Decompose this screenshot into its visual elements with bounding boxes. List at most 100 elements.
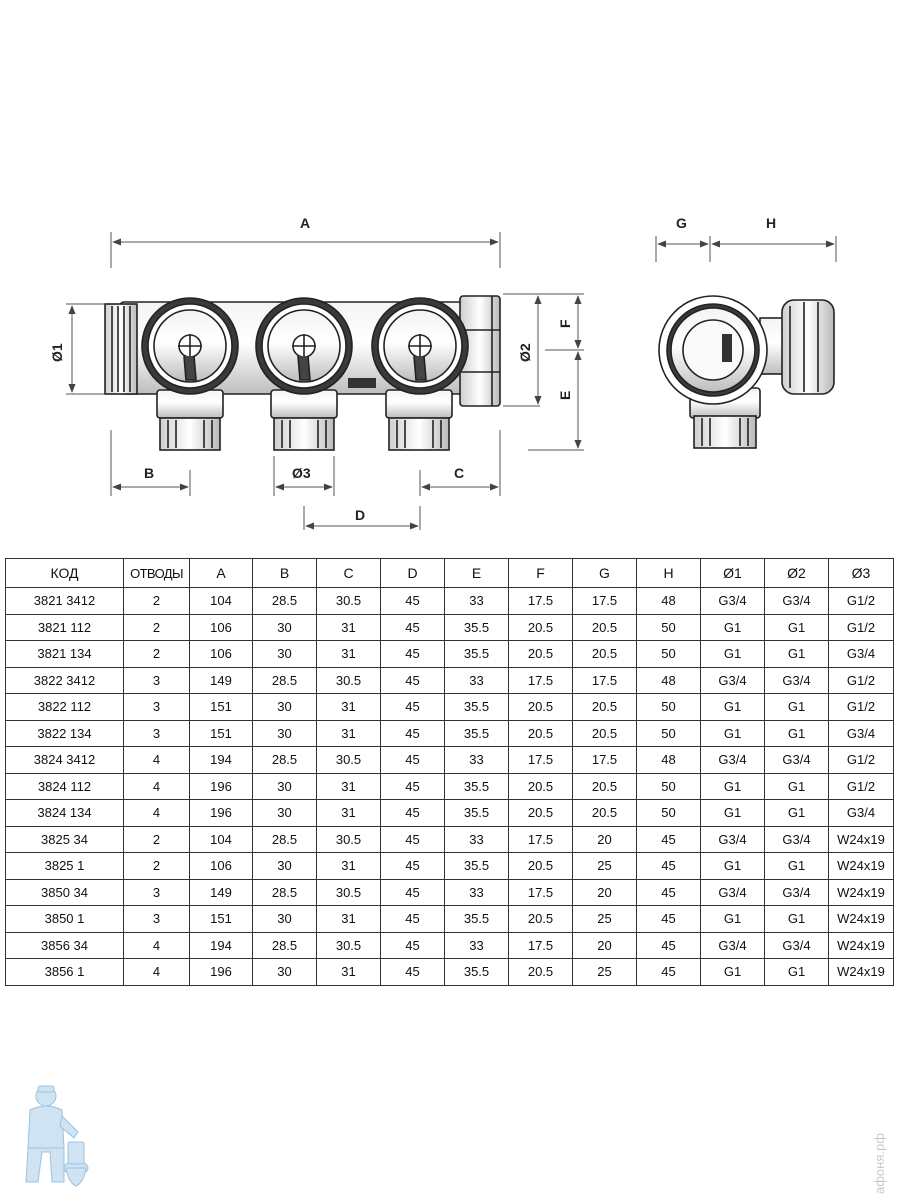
table-cell: 20.5	[572, 799, 637, 827]
table-cell: 17.5	[572, 587, 637, 615]
table-cell: 33	[444, 666, 509, 694]
table-cell: 20.5	[508, 852, 573, 880]
table-cell: 17.5	[508, 878, 573, 906]
table-cell: 25	[572, 905, 637, 933]
table-cell: G1	[764, 640, 829, 668]
table-cell: G1	[764, 693, 829, 721]
table-cell: W24x19	[828, 878, 894, 906]
table-cell: G3/4	[700, 878, 765, 906]
table-cell: 31	[316, 905, 381, 933]
col-header-c: C	[316, 558, 381, 588]
table-cell: 45	[380, 719, 445, 747]
table-cell: 35.5	[444, 772, 509, 800]
col-header-d: D	[380, 558, 445, 588]
table-cell: 33	[444, 931, 509, 959]
table-cell: 2	[123, 640, 190, 668]
table-cell: 45	[636, 958, 701, 986]
table-cell: G3/4	[828, 719, 894, 747]
table-cell: G1/2	[828, 666, 894, 694]
table-cell: G3/4	[764, 878, 829, 906]
product-code-cell: 3825 34	[5, 825, 124, 853]
table-cell: 28.5	[252, 587, 317, 615]
table-cell: 30.5	[316, 878, 381, 906]
dim-label-d: D	[355, 507, 365, 523]
product-code-cell: 3824 112	[5, 772, 124, 800]
table-cell: 45	[380, 905, 445, 933]
col-header-g: G	[572, 558, 637, 588]
table-cell: 2	[123, 587, 190, 615]
col-header-outlets: ОТВОДЫ	[123, 558, 190, 588]
table-cell: 45	[380, 958, 445, 986]
table-cell: 30	[252, 852, 317, 880]
side-knob	[781, 299, 835, 395]
table-cell: 45	[380, 878, 445, 906]
table-cell: G1	[764, 958, 829, 986]
col-header-a: A	[189, 558, 253, 588]
table-cell: G3/4	[700, 666, 765, 694]
table-cell: 149	[189, 666, 253, 694]
table-cell: G1	[700, 693, 765, 721]
table-cell: 45	[380, 772, 445, 800]
technical-drawing: A G H Ø1 Ø2 F E B Ø3 C D	[49, 215, 837, 530]
table-cell: W24x19	[828, 825, 894, 853]
table-cell: 45	[380, 587, 445, 615]
table-cell: 45	[380, 799, 445, 827]
table-cell: 50	[636, 640, 701, 668]
table-cell: 35.5	[444, 719, 509, 747]
table-cell: 31	[316, 693, 381, 721]
product-code-cell: 3821 3412	[5, 587, 124, 615]
table-cell: G3/4	[828, 799, 894, 827]
col-header-d3: Ø3	[828, 558, 894, 588]
table-cell: 151	[189, 693, 253, 721]
table-cell: G1	[764, 799, 829, 827]
table-cell: G1	[700, 613, 765, 641]
table-cell: 33	[444, 587, 509, 615]
front-view	[104, 295, 501, 451]
table-cell: 50	[636, 613, 701, 641]
table-cell: 20	[572, 825, 637, 853]
table-cell: 20.5	[572, 693, 637, 721]
spec-table: КОД ОТВОДЫ A B C D E F G H Ø1 Ø2 Ø3 3821…	[5, 558, 894, 986]
table-cell: 35.5	[444, 799, 509, 827]
product-code-cell: 3825 1	[5, 852, 124, 880]
product-code-cell: 3822 3412	[5, 666, 124, 694]
table-cell: G3/4	[764, 931, 829, 959]
table-cell: 33	[444, 746, 509, 774]
table-cell: G3/4	[764, 825, 829, 853]
table-cell: G3/4	[700, 587, 765, 615]
dim-label-g: G	[676, 215, 687, 231]
table-cell: 35.5	[444, 852, 509, 880]
dim-label-d3: Ø3	[292, 465, 311, 481]
table-cell: G1/2	[828, 587, 894, 615]
table-cell: 151	[189, 905, 253, 933]
col-header-d1: Ø1	[700, 558, 765, 588]
side-view	[658, 295, 835, 449]
table-cell: 4	[123, 799, 190, 827]
table-cell: 2	[123, 613, 190, 641]
table-cell: 50	[636, 772, 701, 800]
product-code-cell: 3824 134	[5, 799, 124, 827]
product-code-cell: 3824 3412	[5, 746, 124, 774]
table-cell: 20.5	[508, 799, 573, 827]
table-cell: G3/4	[764, 666, 829, 694]
table-cell: 17.5	[508, 931, 573, 959]
table-cell: 196	[189, 799, 253, 827]
dim-label-h: H	[766, 215, 776, 231]
table-cell: 151	[189, 719, 253, 747]
table-cell: 2	[123, 852, 190, 880]
table-cell: G3/4	[764, 587, 829, 615]
table-cell: 30.5	[316, 746, 381, 774]
table-cell: 45	[380, 825, 445, 853]
dimensions	[66, 232, 837, 530]
table-cell: 45	[636, 905, 701, 933]
table-cell: 3	[123, 719, 190, 747]
